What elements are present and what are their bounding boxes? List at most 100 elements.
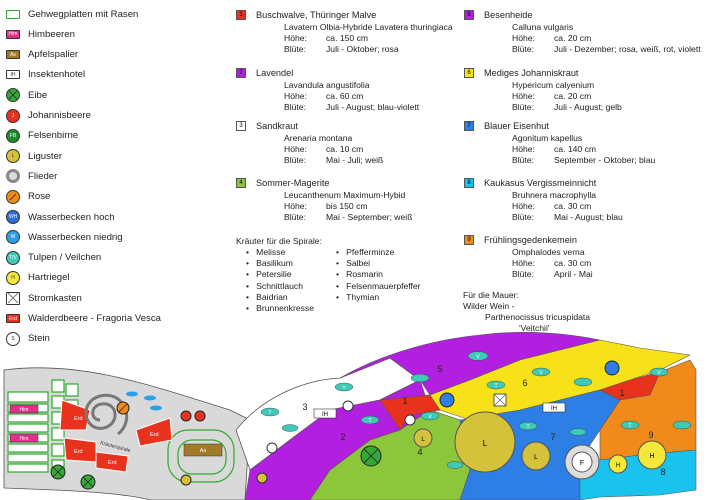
water-basin-low-icon: W — [6, 230, 20, 245]
plant-height: Höhe:ca. 140 cm — [512, 144, 597, 154]
legend-label: Himbeeren — [28, 28, 75, 40]
plant-bloom: Blüte:April - Mai — [512, 269, 593, 279]
plant-name: Lavendel — [256, 68, 294, 78]
plant-name: Mediges Johanniskraut — [484, 68, 579, 78]
plant-height: Höhe:ca. 150 cm — [284, 33, 369, 43]
tulip-icon — [126, 391, 138, 397]
espalier-label: As — [200, 448, 207, 454]
plant-name: Sommer-Magerite — [256, 178, 330, 188]
legend-symbol-text: WH — [8, 214, 18, 220]
plant-bloom: Blüte:Mai - Juli; weiß — [284, 155, 384, 165]
legend-label: Eibe — [28, 89, 48, 101]
legend-label: Liguster — [28, 150, 63, 162]
legend-label: Wasserbecken niedrig — [28, 231, 123, 243]
zone-6-number: 6 — [522, 378, 527, 388]
legend-item: Flieder — [6, 168, 57, 184]
herb-item: • Thymian — [336, 291, 380, 302]
plant-latin: Arenaria montana — [284, 133, 353, 143]
wall-note-line: Parthenocissus tricuspidata — [485, 312, 591, 322]
plant-latin: Hypericum calyenium — [512, 80, 595, 90]
plant-number-badge: 8 — [464, 178, 474, 188]
plant-number-badge: 7 — [464, 121, 474, 131]
plant-latin: Omphalodes verna — [512, 247, 585, 257]
water-basin-icon — [604, 360, 620, 376]
legend-item: Stromkasten — [6, 290, 82, 306]
privet-icon — [413, 428, 433, 448]
insect-hotel — [542, 402, 566, 413]
plant-bloom: Blüte:Juli - August; gelb — [512, 102, 622, 112]
privet-icon — [256, 472, 268, 484]
wall-note-line: Für die Mauer: — [463, 290, 519, 300]
strawberry-patches — [59, 399, 173, 473]
plant-height: Höhe:bis 150 cm — [284, 201, 368, 211]
legend-label: Flieder — [28, 170, 58, 182]
plant-number-badge: 6 — [464, 68, 474, 78]
water-basin-icon — [439, 392, 455, 408]
currant-icon: J — [6, 108, 20, 123]
legend-label: Rose — [28, 191, 51, 203]
legend-label: Gehwegplatten mit Rasen — [28, 8, 139, 20]
tulip-icon — [150, 405, 162, 411]
herb-item: • Basilikum — [246, 258, 293, 269]
plant-height: Höhe:ca. 20 cm — [512, 33, 592, 43]
zone-7-number: 7 — [550, 432, 555, 442]
legend-label: Insektenhotel — [28, 69, 86, 81]
legend-symbol-text: IH — [10, 71, 16, 78]
dogwood-icon: H — [6, 270, 20, 285]
lilac-label: F — [580, 460, 584, 467]
strawberry-label: Erd — [108, 460, 117, 466]
wild-strawberry-icon: Erd — [6, 314, 20, 323]
herb-item: • Petersilie — [246, 269, 292, 280]
lilac-icon — [571, 451, 593, 473]
tulip-label: T — [628, 423, 631, 429]
privet-icon — [521, 441, 551, 471]
espalier — [183, 443, 223, 457]
legend-symbol-text: H — [11, 274, 15, 281]
plant-name: Blauer Eisenhut — [484, 121, 549, 131]
zone-1b-number: 1 — [619, 388, 624, 398]
legend-label: Felsenbirne — [28, 130, 79, 142]
herb-item: • Brunnenkresse — [246, 303, 314, 314]
violet-label: V — [657, 370, 661, 376]
privet-icon — [180, 474, 192, 486]
privet-label: L — [483, 439, 488, 448]
plant-number-badge: 3 — [236, 121, 246, 131]
raspberry-patch — [9, 404, 39, 414]
rose-icon — [6, 189, 20, 204]
herb-list-title: Kräuter für die Spirale: — [236, 236, 322, 246]
plant-name: Sandkraut — [256, 121, 298, 131]
zone-3-number: 3 — [302, 402, 307, 412]
plant-latin: Agonitum kapellus — [512, 133, 583, 143]
plant-height: Höhe:ca. 30 cm — [512, 201, 592, 211]
tulip-label: T — [526, 424, 529, 430]
plant-name: Buschwalve, Thüringer Malve — [256, 10, 377, 20]
serviceberry-icon: FB — [6, 128, 20, 143]
zone-1-number: 1 — [402, 396, 407, 406]
insect-hotel-icon: IH — [6, 70, 20, 80]
raspberry-patch — [9, 433, 39, 443]
lawn-paving-icon — [6, 9, 20, 19]
plant-latin: Bruhnera macrophylla — [512, 190, 597, 200]
plant-name: Frühlingsgedenkemein — [484, 235, 577, 245]
herb-spiral — [84, 393, 129, 436]
plant-height: Höhe:ca. 30 cm — [512, 258, 592, 268]
plant-number-badge: 2 — [236, 68, 246, 78]
plant-bloom: Blüte:September - Oktober; blau — [512, 155, 656, 165]
insect-hotel-label: IH — [322, 412, 328, 418]
legend-item: IH Insektenhotel — [6, 67, 85, 83]
zone-9-omphalodes — [599, 359, 697, 461]
raspberry-label: Him — [20, 436, 29, 442]
legend-item: FB Felsenbirne — [6, 128, 78, 144]
stone-icon — [404, 414, 416, 426]
insect-hotel-label: IH — [551, 406, 557, 412]
wall-note-line: Wilder Wein - — [463, 301, 515, 311]
legend-label: Stromkasten — [28, 292, 82, 304]
wall-note-line: 'Veitchii' — [519, 323, 550, 333]
paving-path — [7, 379, 235, 483]
plant-name: Kaukasus Vergissmeinnicht — [484, 178, 597, 188]
